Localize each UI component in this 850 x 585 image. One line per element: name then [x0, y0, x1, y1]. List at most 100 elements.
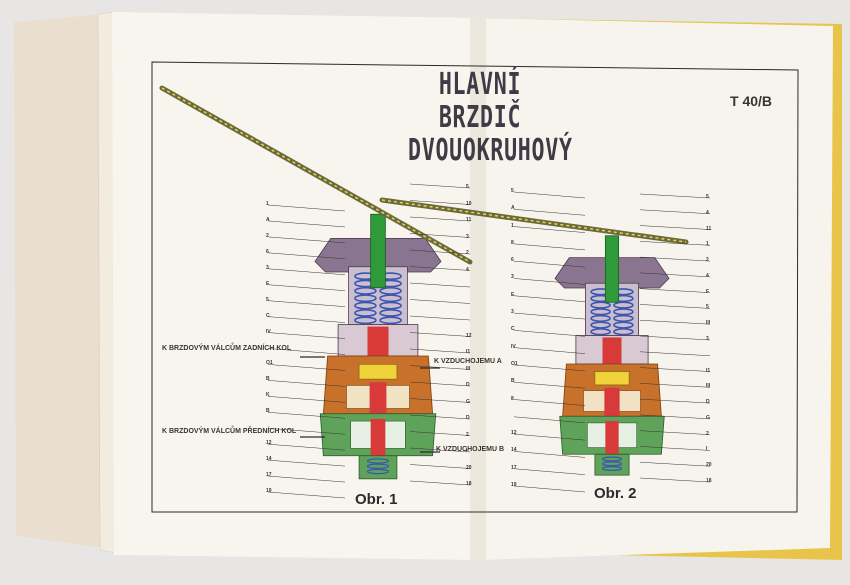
figure-2-callout-label: 1 — [511, 222, 514, 229]
figure-1-callout-label: 5 — [466, 184, 469, 190]
figure-1-callout-label: 1 — [266, 201, 269, 207]
figure-2-callout-label: 20 — [706, 462, 712, 469]
figure-2-callout-label: I1 — [706, 367, 711, 374]
figure-1-callout-leader — [409, 464, 471, 469]
figure-2-callout-label: 1 — [706, 241, 709, 248]
figure-2-callout-leader — [639, 414, 711, 420]
figure-2-callout-label: O1 — [511, 360, 518, 367]
figure-2-callout-label: III — [706, 320, 711, 327]
figure-2-callout-label: 3 — [511, 274, 514, 281]
figure-2-callout-leader — [513, 278, 586, 285]
figure-1-callout-leader — [267, 332, 346, 339]
figure-2-callout-label: 14 — [511, 447, 517, 454]
figure-1-callout-label: I1 — [466, 349, 471, 355]
valve-2-spring-coil — [590, 314, 611, 323]
figure-2-callout-label: 8 — [511, 239, 514, 246]
figure-1-callout-label: 14 — [266, 456, 272, 463]
figure-2-callout-leader — [513, 433, 586, 441]
valve-1-spring-coil — [354, 316, 377, 325]
figure-2-callout-leader — [639, 288, 711, 293]
figure-2-callout-leader — [639, 193, 711, 199]
figure-1-callout-label: 5 — [266, 296, 269, 303]
figure-2-callout-label: I — [706, 446, 708, 453]
outlet-reservoir-a-label: K VZDUCHOJEMU A — [434, 358, 502, 365]
page-title: HLAVNÍ BRZDIČ DVOUOKRUHOVÝ — [408, 67, 572, 167]
figure-1-callout-label: D — [466, 382, 470, 388]
figure-2-callout-leader — [639, 383, 711, 388]
valve-2-spring-coil — [613, 328, 634, 336]
figure-1-callout-label: O1 — [266, 360, 273, 367]
figure-1-callout-leader — [409, 282, 471, 288]
figure-1-callout-label: 18 — [466, 481, 472, 487]
valve-1-bottom-spring-coil — [366, 468, 390, 475]
figure-2-callout-leader — [639, 319, 711, 325]
figure-1-callout-label: C — [266, 312, 270, 319]
figure-1-callout-leader — [267, 252, 346, 260]
valve-1-plunger-rod — [370, 213, 386, 289]
valve-1-bottom-spring-coil — [366, 458, 390, 464]
figure-1-callout-leader — [409, 480, 471, 486]
figure-2-callout-label: 4 — [706, 272, 709, 279]
figure-1-callout-label: 2 — [266, 232, 269, 239]
figure-1-callout-label: 12 — [466, 332, 472, 339]
figure-1-callout-label: 19 — [266, 488, 272, 494]
valve-2-spring-coil — [590, 308, 611, 316]
figure-2-callout-leader — [639, 304, 711, 309]
figure-2-callout-label: 8 — [511, 395, 514, 402]
figure-2-callout-label: 19 — [511, 482, 517, 488]
figure-2-callout-label: 2 — [706, 430, 709, 437]
figure-1-callout-leader — [267, 236, 346, 244]
figure-2-callout-leader — [513, 485, 586, 493]
title-line-1: HLAVNÍ BRZDIČ — [438, 67, 522, 135]
figure-2-callout-leader — [513, 451, 586, 458]
figure-2-callout-label: D — [706, 399, 710, 406]
figure-2-callout-leader — [513, 243, 586, 251]
figure-1-callout-leader — [409, 332, 471, 337]
figure-2-callout-label: 11 — [706, 225, 712, 232]
figure-1-callout-label: K — [266, 392, 270, 399]
figure-2-callout-leader — [513, 381, 586, 389]
figure-1-callout-leader — [267, 300, 346, 307]
figure-1-callout-leader — [409, 381, 471, 387]
valve-2-spring-coil — [613, 321, 634, 329]
figure-2-callout-leader — [639, 461, 711, 467]
figure-1-callout-leader — [267, 443, 346, 451]
figure-1-callout-leader — [409, 398, 471, 403]
valve-2-bottom-spring-coil — [601, 466, 623, 472]
valve-2-spring-coil — [590, 301, 611, 309]
valve-2-upper-seat — [594, 371, 630, 386]
valve-2-spring-coil — [590, 321, 611, 329]
figure-2-callout-label: 5 — [706, 194, 709, 200]
valve-1-spring-coil — [379, 316, 402, 325]
valve-1-lower-piston — [370, 419, 386, 461]
valve-2-bottom-spring-coil — [601, 461, 623, 467]
valve-1-spring-coil — [354, 309, 377, 317]
valve-2-lower-piston — [605, 421, 619, 459]
figure-1-callout-label: 3 — [266, 264, 269, 271]
figure-1-callout-label: 11 — [466, 217, 472, 223]
valve-2-bottom-spring-coil — [601, 456, 623, 462]
figure-2-callout-leader — [513, 416, 586, 424]
figure-2-callout-leader — [513, 191, 586, 199]
valve-1-spring-coil — [354, 286, 377, 295]
figure-1-callout-leader — [267, 316, 346, 323]
outlet-front-brake-label: K BRZDOVÝM VÁLCŮM PŘEDNÍCH KOL — [162, 428, 297, 435]
figure-2-callout-label: 3 — [706, 336, 709, 342]
figure-2-callout-leader — [639, 398, 711, 404]
plate-frame — [151, 61, 799, 513]
figure-2-callout-label: IV — [511, 343, 516, 350]
figure-1-callout-label: G — [466, 398, 470, 405]
figure-1-callout-leader — [267, 396, 346, 403]
figure-1-callout-leader — [267, 459, 346, 467]
valve-2-spring-coil — [613, 314, 634, 323]
figure-2-callout-label: 17 — [511, 464, 517, 471]
figure-1-callout-leader — [409, 299, 471, 304]
valve-1-spring-coil — [354, 301, 377, 310]
figure-2-callout-label: 5 — [511, 188, 514, 194]
valve-2-spring-coil — [613, 301, 634, 309]
figure-2-callout-label: 3 — [511, 309, 514, 316]
figure-1-callout-leader — [409, 348, 471, 354]
figure-2-callout-leader — [639, 241, 711, 246]
figure-2-callout-leader — [639, 209, 711, 215]
